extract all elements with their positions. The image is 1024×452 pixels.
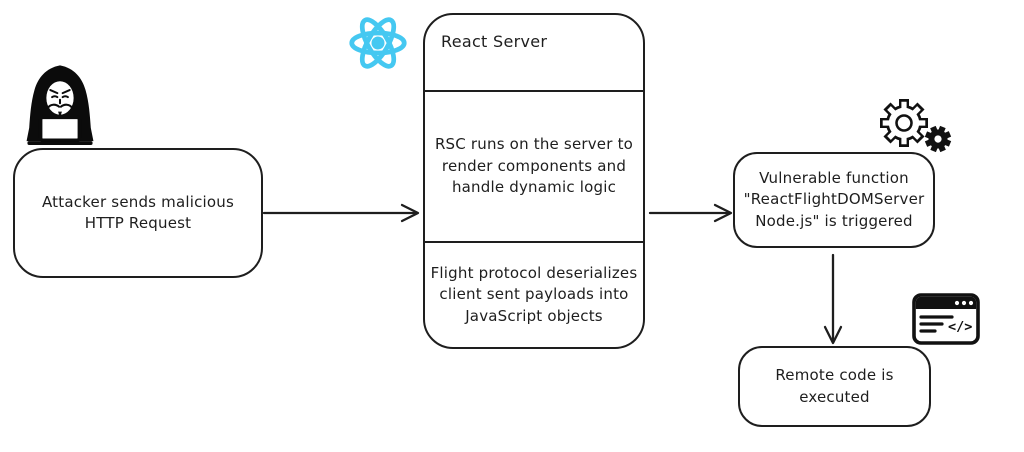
- flight-section-label: Flight protocol deserializes client sent…: [430, 263, 638, 325]
- vulnerable-label: Vulnerable function "ReactFlightDOMServe…: [743, 168, 925, 230]
- rsc-section-label: RSC runs on the server to render compone…: [434, 135, 634, 197]
- hacker-icon: [16, 62, 104, 148]
- react-logo-icon: [348, 13, 408, 73]
- browser-code-icon: </>: [912, 293, 980, 345]
- code-glyph: </>: [948, 319, 972, 335]
- node-vulnerable-function: Vulnerable function "ReactFlightDOMServe…: [733, 152, 935, 248]
- node-remote-code: Remote code is executed: [738, 346, 931, 427]
- arrowhead-right-1: [400, 203, 420, 223]
- arrowhead-down-1: [823, 325, 843, 345]
- node-attacker: Attacker sends malicious HTTP Request: [13, 148, 263, 278]
- react-server-title: React Server: [425, 15, 643, 92]
- attacker-label: Attacker sends malicious HTTP Request: [41, 192, 235, 233]
- react-server-section-flight: Flight protocol deserializes client sent…: [425, 243, 643, 347]
- arrowhead-right-2: [713, 203, 733, 223]
- react-server-section-rsc: RSC runs on the server to render compone…: [425, 92, 643, 243]
- node-react-server: React Server RSC runs on the server to r…: [423, 13, 645, 349]
- gears-icon: [874, 92, 958, 160]
- remote-label: Remote code is executed: [775, 366, 894, 406]
